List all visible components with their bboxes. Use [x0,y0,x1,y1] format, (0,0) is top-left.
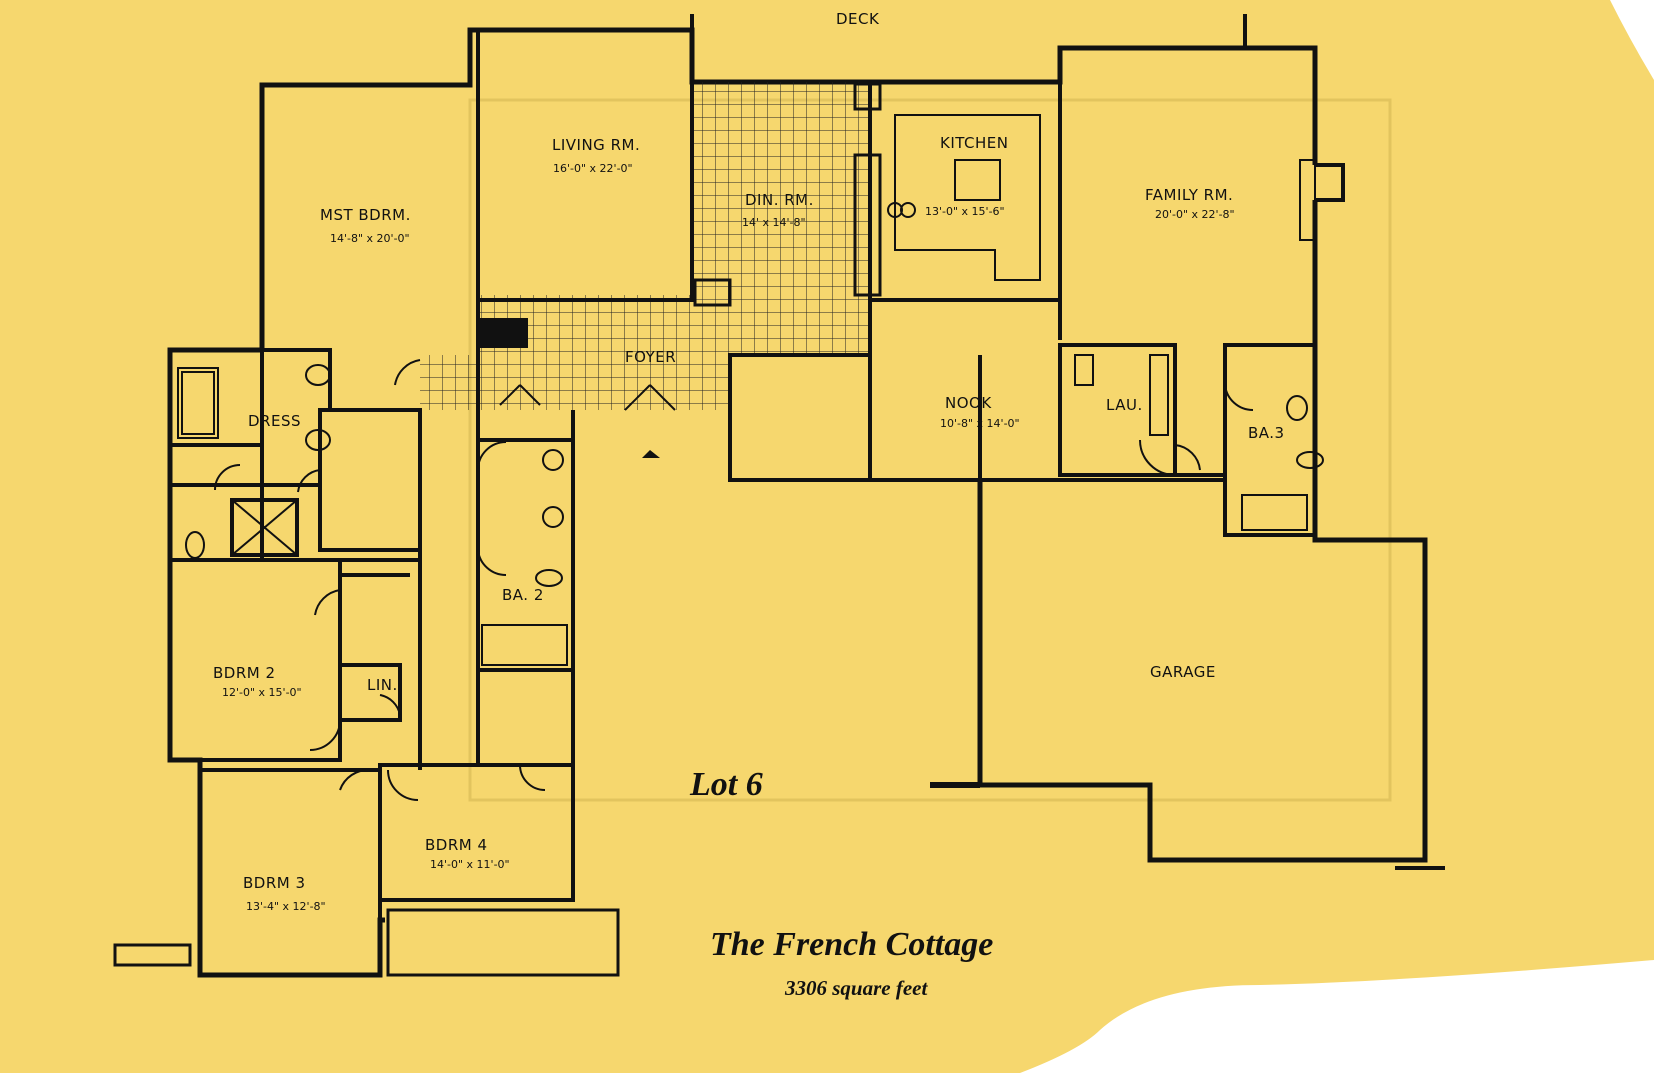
torn-edge-bottom-right [1020,960,1654,1073]
dining-size: 14' x 14'-8" [742,216,806,229]
kitchen-label: KITCHEN [940,134,1009,152]
bdrm2-label: BDRM 2 [213,664,276,682]
dining-label: DIN. RM. [745,191,814,209]
kitchen-size: 13'-0" x 15'-6" [925,205,1005,218]
torn-corner-top-right [1610,0,1654,80]
mst-bdrm-size: 14'-8" x 20'-0" [330,232,410,245]
door-swings [214,359,1254,801]
bdrm3-label: BDRM 3 [243,874,306,892]
lin-label: LIN. [367,676,398,694]
lot-number: Lot 6 [689,766,763,803]
bdrm4-size: 14'-0" x 11'-0" [430,858,510,871]
fireplace-block [478,318,528,348]
dress-label: DRESS [248,412,301,430]
bdrm3-size: 13'-4" x 12'-8" [246,900,326,913]
bdrm4-label: BDRM 4 [425,836,488,854]
lau-label: LAU. [1106,396,1143,414]
plan-title: The French Cottage [710,926,993,963]
bdrm2-size: 12'-0" x 15'-0" [222,686,302,699]
ba3-label: BA.3 [1248,424,1285,442]
dining-tile [692,82,870,300]
family-label: FAMILY RM. [1145,186,1233,204]
plan-area: 3306 square feet [784,976,928,1000]
family-size: 20'-0" x 22'-8" [1155,208,1235,221]
foyer-tile-upper [478,295,870,355]
nook-label: NOOK [945,394,992,412]
ghost-outline [468,98,1392,802]
entry-arrow [642,450,660,458]
fixtures [177,82,1324,666]
living-size: 16'-0" x 22'-0" [553,162,633,175]
foyer-tile-lower [420,355,730,410]
garage-label: GARAGE [1150,663,1216,681]
foyer-label: FOYER [625,348,676,366]
interior-walls [113,14,1445,977]
deck-label: DECK [836,10,880,28]
ba2-label: BA. 2 [502,586,544,604]
mst-bdrm-label: MST BDRM. [320,206,411,224]
nook-size: 10'-8" x 14'-0" [940,417,1020,430]
living-label: LIVING RM. [552,136,640,154]
